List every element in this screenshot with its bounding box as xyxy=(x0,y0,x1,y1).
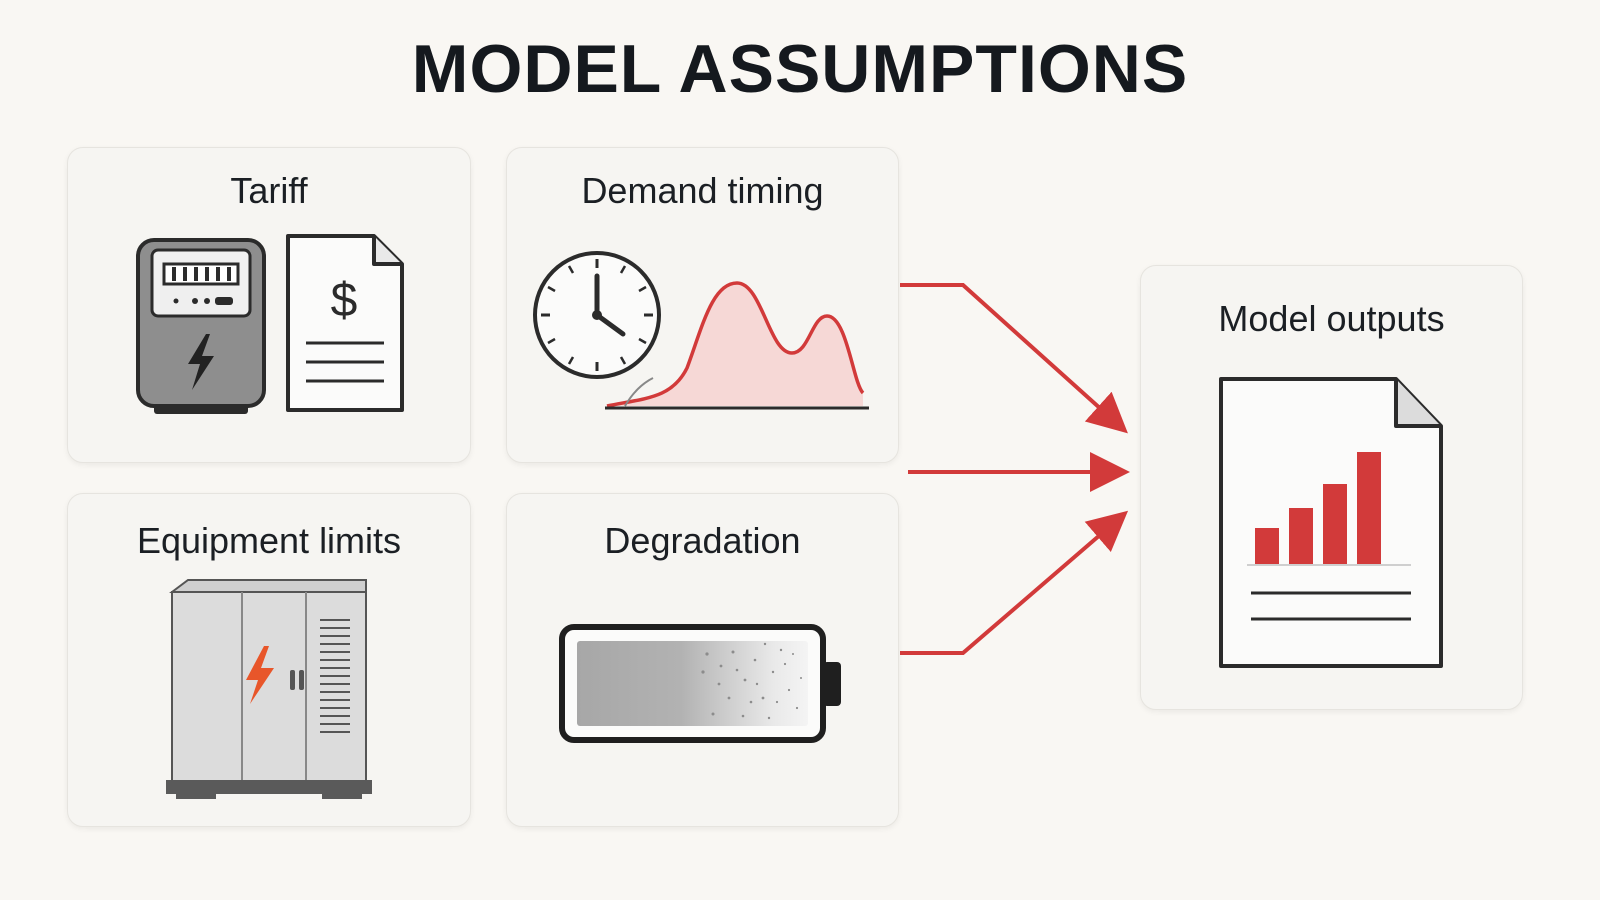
demand-timing-card: Demand timing xyxy=(506,147,899,463)
arrow-demand-timing-to-outputs xyxy=(900,283,1128,434)
degrading-battery-icon xyxy=(559,624,841,743)
equipment-limits-card: Equipment limits xyxy=(67,493,471,827)
tariff-card: Tariff $ xyxy=(67,147,471,463)
arrow-degradation-to-outputs xyxy=(900,510,1129,655)
report-bar-chart-icon xyxy=(1219,377,1443,668)
model-outputs-card: Model outputs xyxy=(1140,265,1523,710)
demand-curve-icon xyxy=(605,281,869,410)
demand-timing-illustration xyxy=(533,251,869,410)
battery-cabinet-icon xyxy=(166,579,372,799)
equipment-limits-label: Equipment limits xyxy=(136,520,402,561)
degradation-label: Degradation xyxy=(604,520,801,561)
tariff-label: Tariff xyxy=(230,170,308,211)
electric-meter-icon xyxy=(136,238,266,414)
demand-timing-label: Demand timing xyxy=(581,170,824,211)
page-title: MODEL ASSUMPTIONS xyxy=(411,31,1189,107)
clock-icon xyxy=(533,251,661,379)
bill-dollar-icon: $ xyxy=(286,234,404,412)
equipment-limits-illustration xyxy=(166,579,372,799)
degradation-illustration xyxy=(559,624,841,743)
svg-text:$: $ xyxy=(331,274,358,327)
degradation-card: Degradation xyxy=(506,493,899,827)
model-outputs-label: Model outputs xyxy=(1218,298,1445,339)
tariff-illustration: $ xyxy=(136,234,404,414)
model-outputs-illustration xyxy=(1219,377,1443,668)
